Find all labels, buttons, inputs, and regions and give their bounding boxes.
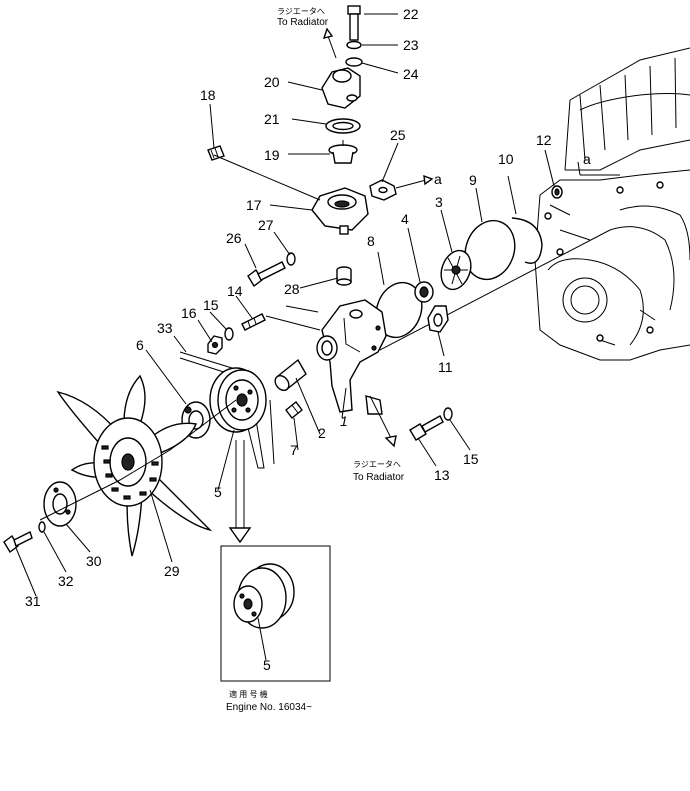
snap-ring-10 (511, 217, 543, 264)
callout-14: 14 (227, 283, 243, 299)
o-ring-8 (375, 281, 423, 339)
callout-9: 9 (469, 172, 477, 188)
bearing-shaft-2 (274, 358, 307, 392)
callout-20: 20 (264, 74, 280, 90)
washer-15b (443, 407, 453, 421)
callout-33: 33 (157, 320, 173, 336)
callout-3: 3 (435, 194, 443, 210)
arrow-to-radiator-bottom (369, 395, 393, 441)
callout-17: 17 (246, 197, 262, 213)
callout-7: 7 (290, 442, 298, 458)
callout-30: 30 (86, 553, 102, 569)
callout-32: 32 (58, 573, 74, 589)
callout-28: 28 (284, 281, 300, 297)
callout-16: 16 (181, 305, 197, 321)
bolt-26 (247, 261, 286, 288)
assembly-axis-line (379, 229, 611, 351)
ref-mark-a-top: a (434, 171, 442, 187)
washer-15a (224, 327, 234, 341)
callout-12: 12 (536, 132, 552, 148)
callout-21: 21 (264, 111, 280, 127)
o-ring-9 (464, 219, 516, 281)
bolt-31 (3, 531, 33, 554)
ref-mark-a-engine: a (583, 151, 591, 167)
callout-6: 6 (136, 337, 144, 353)
washer-27 (286, 252, 296, 266)
callout-19: 19 (264, 147, 280, 163)
fan-29 (56, 374, 213, 557)
callout-15b: 15 (463, 451, 479, 467)
callout-29: 29 (164, 563, 180, 579)
callout-2: 2 (318, 425, 326, 441)
note-radiator-bottom-en: To Radiator (353, 472, 405, 483)
plate-30 (43, 481, 77, 527)
bolt-13 (409, 415, 444, 441)
washer-32 (38, 521, 46, 533)
bolt-22 (347, 5, 361, 41)
callout-11: 11 (438, 359, 453, 375)
callout-4: 4 (401, 211, 409, 227)
callout-5-inset: 5 (263, 657, 271, 673)
gasket-11 (427, 305, 449, 333)
callout-26: 26 (226, 230, 242, 246)
callout-13: 13 (434, 467, 450, 483)
impeller-3 (440, 249, 472, 291)
note-inset-en: Engine No. 16034~ (226, 702, 312, 713)
callout-25: 25 (390, 127, 406, 143)
stud-14 (241, 313, 266, 331)
water-pump-body-1 (316, 299, 387, 415)
callout-23: 23 (403, 37, 419, 53)
callout-27: 27 (258, 217, 274, 233)
dowel-28 (336, 266, 352, 286)
engine-block (534, 47, 690, 361)
arrow-a-top (395, 179, 427, 189)
gasket-21 (325, 118, 361, 134)
detail-inset (220, 545, 331, 682)
note-radiator-top-jp: ラジエータへ (277, 7, 325, 16)
note-inset-jp: 適 用 号 機 (229, 689, 268, 699)
callout-31: 31 (25, 593, 41, 609)
plug-18 (207, 145, 225, 161)
leader-lines (15, 13, 555, 661)
nut-12 (551, 185, 563, 199)
callout-24: 24 (403, 66, 419, 82)
thermostat-cover-20 (321, 67, 361, 109)
callout-8: 8 (367, 233, 375, 249)
washer-24 (345, 57, 363, 67)
callout-22: 22 (403, 6, 419, 22)
note-radiator-top-en: To Radiator (277, 17, 329, 28)
note-radiator-bottom-jp: ラジエータへ (353, 460, 401, 469)
thermostat-housing-17 (311, 187, 369, 235)
arrow-to-radiator-top (327, 35, 337, 59)
callout-numbers: 22 23 24 20 21 19 18 17 25 27 26 28 8 4 … (25, 6, 552, 673)
pulley-5 (209, 367, 267, 433)
detail-arrow (228, 440, 252, 544)
thermostat-19 (328, 140, 358, 164)
gasket-25 (369, 179, 397, 201)
bolt-7 (285, 401, 303, 419)
callout-18: 18 (200, 87, 216, 103)
seal-4 (414, 281, 434, 303)
callout-15a: 15 (203, 297, 219, 313)
washer-23 (346, 40, 362, 50)
callout-5: 5 (214, 484, 222, 500)
callout-10: 10 (498, 151, 514, 167)
callout-1: 1 (340, 413, 348, 429)
